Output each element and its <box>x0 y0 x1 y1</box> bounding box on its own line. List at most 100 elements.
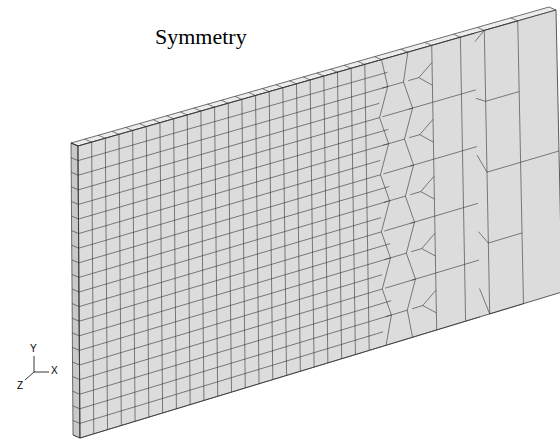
element-edge <box>377 275 382 277</box>
element-edge <box>435 273 437 330</box>
element-edge <box>477 27 484 30</box>
element-edge <box>71 143 78 146</box>
axis-label: Z <box>17 380 23 391</box>
element-edge <box>208 104 215 107</box>
axis-label: Y <box>30 343 37 354</box>
element-edge <box>374 103 379 105</box>
element-edge <box>382 52 408 59</box>
element-edge <box>194 108 201 111</box>
element-edge <box>167 116 174 119</box>
element-edge <box>80 322 369 409</box>
element-edge <box>381 232 390 258</box>
element-edge <box>85 139 92 142</box>
element-edge <box>380 118 389 144</box>
element-edge <box>375 160 380 162</box>
element-edge <box>404 52 408 82</box>
element-edge <box>433 159 435 216</box>
element-edge <box>411 216 435 223</box>
element-edge <box>386 310 408 317</box>
element-edge <box>358 61 365 64</box>
element-edge <box>235 96 242 99</box>
element-edge <box>425 42 432 45</box>
element-edge <box>330 69 337 72</box>
element-edge <box>366 118 380 122</box>
element-edge <box>72 260 79 263</box>
element-edge <box>436 264 465 273</box>
element-edge <box>380 144 388 175</box>
element-edge <box>461 90 475 94</box>
element-edge <box>406 222 414 253</box>
element-edge <box>401 49 408 52</box>
element-edge <box>369 333 378 336</box>
element-edge <box>421 176 434 191</box>
element-edge <box>423 290 436 305</box>
element-edge <box>411 249 422 252</box>
element-edge <box>376 218 381 220</box>
element-edge <box>433 94 462 102</box>
element-edge <box>407 279 415 310</box>
element-edge <box>378 332 383 334</box>
element-edge <box>71 201 78 204</box>
element-edge <box>408 45 432 52</box>
element-edge <box>419 78 433 86</box>
element-edge <box>73 362 80 365</box>
element-edge <box>410 159 434 166</box>
element-edge <box>79 250 367 335</box>
element-edge <box>317 73 324 76</box>
element-edge <box>367 232 381 236</box>
element-edge <box>484 21 517 31</box>
element-edge <box>487 162 521 172</box>
element-edge <box>375 57 382 60</box>
element-edge <box>367 219 376 222</box>
element-edge <box>72 318 79 321</box>
axis-line <box>34 372 49 373</box>
element-edge <box>460 33 474 37</box>
element-edge <box>462 147 476 151</box>
element-edge <box>376 244 390 248</box>
element-edge <box>422 233 435 248</box>
element-edge <box>72 216 79 219</box>
element-edge <box>453 34 460 37</box>
element-edge <box>420 119 433 134</box>
element-edge <box>381 201 389 232</box>
element-edge <box>432 102 434 159</box>
element-edge <box>432 37 461 45</box>
element-edge <box>410 192 421 195</box>
element-edge <box>434 151 463 159</box>
element-edge <box>73 435 80 438</box>
element-edge <box>367 191 376 194</box>
element-edge <box>344 65 351 68</box>
mesh-lines <box>71 18 559 438</box>
element-edge <box>80 336 369 423</box>
element-edge <box>73 420 80 423</box>
element-edge <box>72 274 79 277</box>
element-edge <box>409 135 420 138</box>
element-edge <box>249 92 256 95</box>
element-edge <box>72 231 79 234</box>
element-edge <box>73 377 80 380</box>
element-edge <box>421 192 435 199</box>
element-edge <box>369 305 378 308</box>
plate-front-face <box>78 10 560 438</box>
element-edge <box>368 289 382 293</box>
element-edge <box>79 222 367 307</box>
element-edge <box>460 37 465 321</box>
element-edge <box>404 108 412 139</box>
element-edge <box>488 233 522 243</box>
element-edge <box>71 158 78 161</box>
element-edge <box>72 245 79 248</box>
element-edge <box>375 186 389 190</box>
element-edge <box>366 133 375 135</box>
element-edge <box>404 82 413 108</box>
element-edge <box>434 216 436 273</box>
axis-label: X <box>51 365 58 376</box>
element-edge <box>382 289 391 315</box>
element-edge <box>475 30 484 41</box>
element-edge <box>366 162 375 165</box>
element-edge <box>79 207 367 292</box>
symmetry-label: Symmetry <box>155 24 247 50</box>
element-edge <box>377 301 391 305</box>
element-edge <box>79 179 367 263</box>
element-edge <box>80 293 369 379</box>
